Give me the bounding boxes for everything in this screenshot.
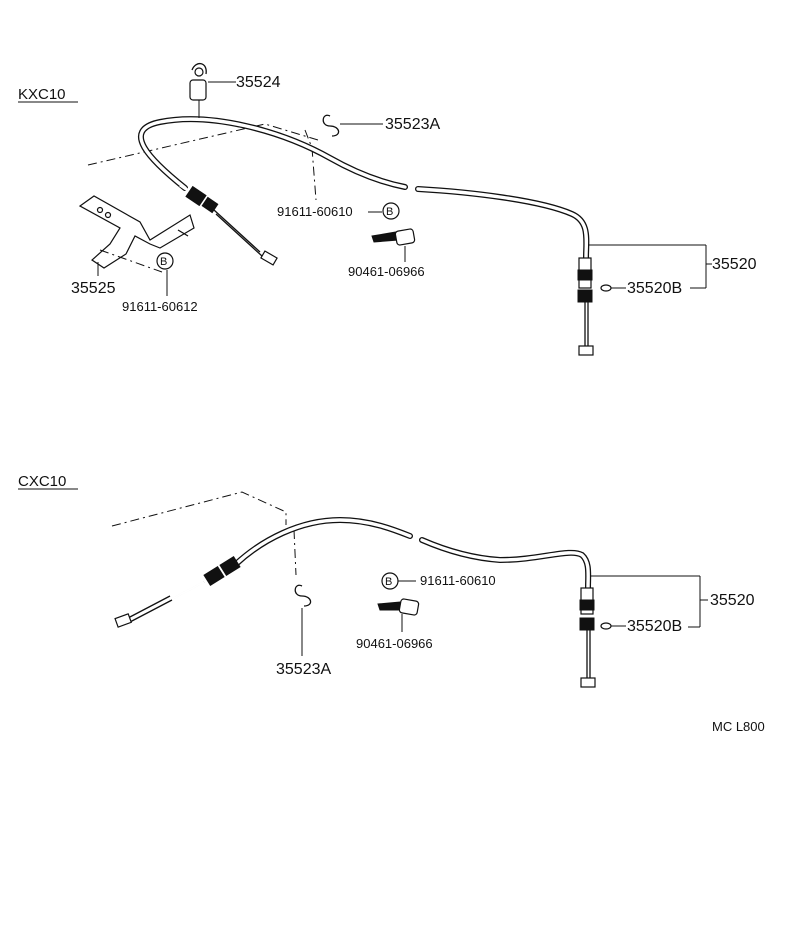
- part-pin-90461-06966: 90461-06966: [348, 228, 425, 279]
- callout-35520-cxc10: 35520 35520B: [590, 575, 755, 635]
- label-35523a: 35523A: [385, 116, 440, 133]
- label-35524: 35524: [236, 74, 281, 91]
- marker-b: B: [386, 206, 393, 218]
- label-35523a-cxc10: 35523A: [276, 661, 331, 678]
- part-35524-grommet: 35524: [189, 63, 281, 118]
- label-35520: 35520: [712, 256, 757, 273]
- label-90461-06966-cxc10: 90461-06966: [356, 636, 433, 651]
- callout-35520-kxc10: 35520 35520B: [588, 244, 757, 297]
- part-bolt-91611-60610: 91611-60610 B: [277, 202, 400, 220]
- section-title-kxc10: KXC10: [18, 86, 66, 103]
- marker-b: B: [160, 256, 167, 268]
- label-91611-60612: 91611-60612: [122, 299, 198, 314]
- label-35520-cxc10: 35520: [710, 592, 755, 609]
- body-reference-line: [304, 129, 317, 201]
- label-91611-60610: 91611-60610: [277, 204, 353, 219]
- body-reference-line: [293, 529, 297, 576]
- part-bolt-91611-60610-cxc10: B 91611-60610: [381, 572, 496, 590]
- marker-b: B: [385, 576, 392, 588]
- label-90461-06966: 90461-06966: [348, 264, 425, 279]
- section-cxc10: CXC10 355: [18, 473, 755, 688]
- section-kxc10: KXC10: [18, 63, 757, 356]
- label-35520b: 35520B: [627, 280, 682, 297]
- cable-35520-cxc10: [114, 516, 596, 688]
- label-91611-60610-cxc10: 91611-60610: [420, 573, 496, 588]
- reference-code: MC L800: [712, 719, 765, 734]
- cable-35520-kxc10: [137, 116, 594, 356]
- label-35520b-cxc10: 35520B: [627, 618, 682, 635]
- part-35523a-clamp-cxc10: 35523A: [276, 584, 331, 678]
- body-reference-line: [87, 123, 319, 166]
- body-reference-line: [111, 491, 287, 527]
- label-35525: 35525: [71, 280, 116, 297]
- part-pin-90461-06966-cxc10: 90461-06966: [356, 598, 433, 651]
- part-35525-bracket: 35525 B 91611-60612: [71, 195, 198, 314]
- section-title-cxc10: CXC10: [18, 473, 66, 490]
- part-35523a-clamp: 35523A: [322, 114, 440, 137]
